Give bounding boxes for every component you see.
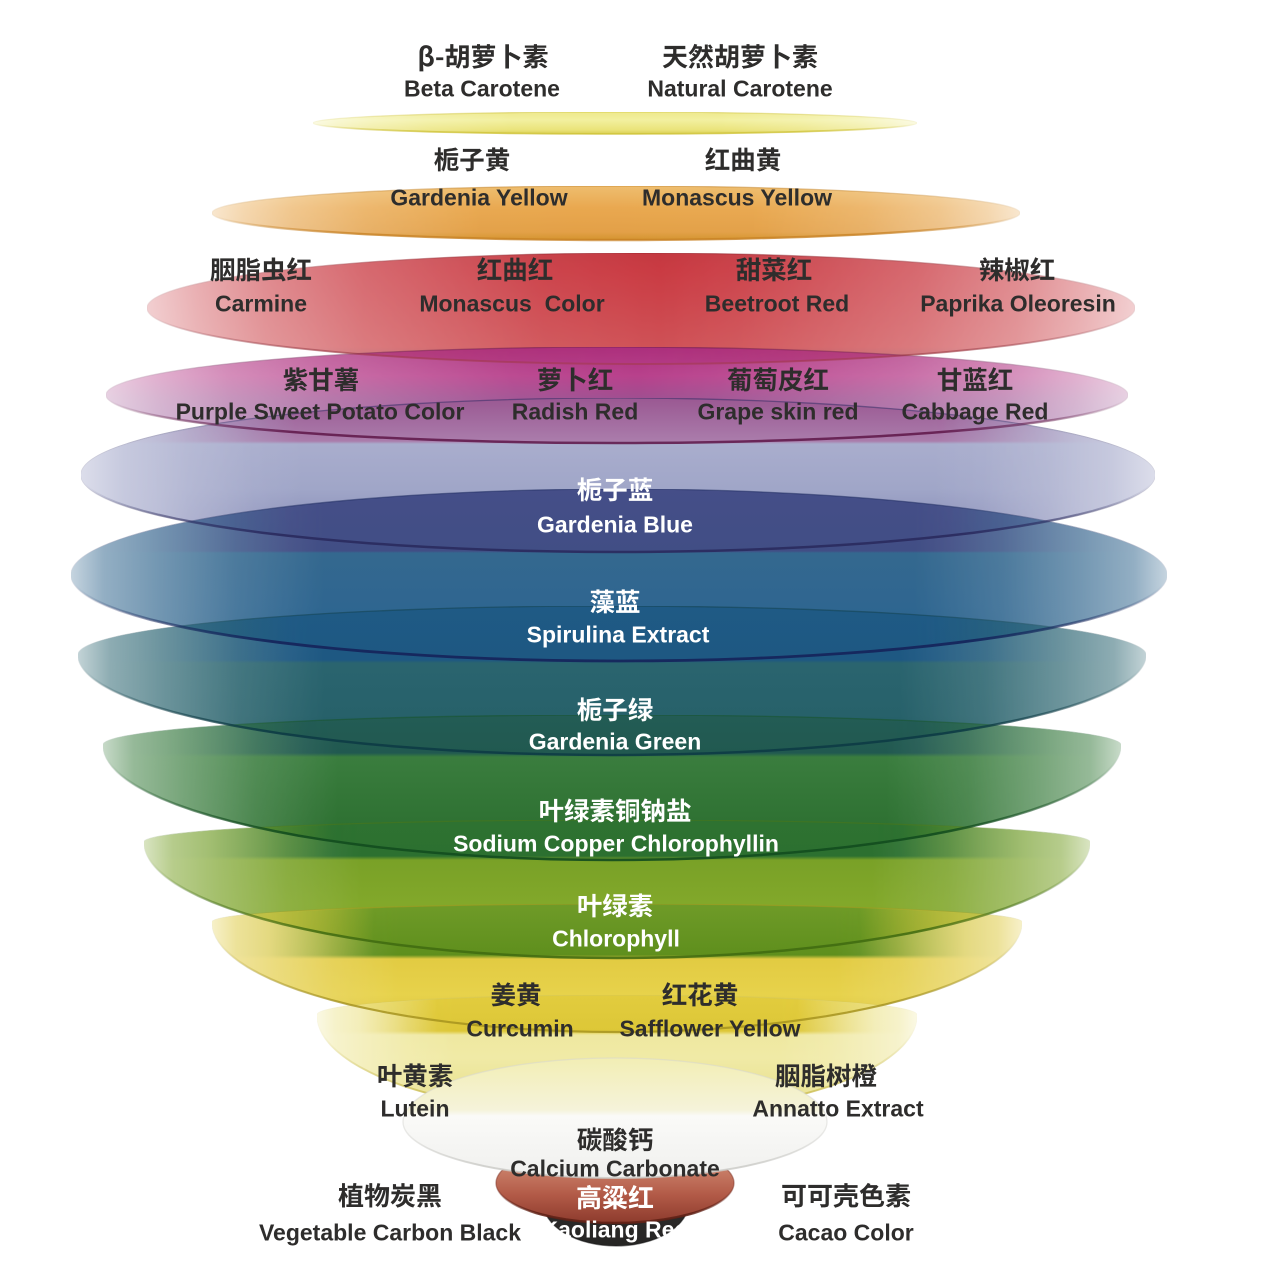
svg-text:Chlorophyll: Chlorophyll bbox=[552, 925, 680, 951]
svg-text:Cacao Color: Cacao Color bbox=[778, 1219, 914, 1245]
svg-text:Monascus Color: Monascus Color bbox=[419, 290, 604, 316]
svg-text:Beetroot Red: Beetroot Red bbox=[705, 290, 849, 316]
svg-text:Lutein: Lutein bbox=[381, 1095, 450, 1121]
svg-text:Kaoliang Red: Kaoliang Red bbox=[542, 1216, 689, 1242]
svg-text:Natural Carotene: Natural Carotene bbox=[647, 75, 832, 101]
svg-text:Safflower Yellow: Safflower Yellow bbox=[619, 1015, 800, 1041]
svg-text:Paprika Oleoresin: Paprika Oleoresin bbox=[920, 290, 1116, 316]
svg-text:Monascus Yellow: Monascus Yellow bbox=[642, 184, 832, 210]
svg-text:Radish Red: Radish Red bbox=[512, 398, 639, 424]
svg-text:Beta Carotene: Beta Carotene bbox=[404, 75, 560, 101]
svg-text:Cabbage Red: Cabbage Red bbox=[902, 398, 1049, 424]
svg-text:Sodium Copper Chlorophyllin: Sodium Copper Chlorophyllin bbox=[453, 830, 779, 856]
svg-text:Calcium Carbonate: Calcium Carbonate bbox=[510, 1155, 720, 1181]
svg-text:Gardenia Yellow: Gardenia Yellow bbox=[390, 184, 567, 210]
svg-text:Curcumin: Curcumin bbox=[466, 1015, 573, 1041]
svg-text:Spirulina Extract: Spirulina Extract bbox=[527, 621, 710, 647]
svg-text:Vegetable Carbon Black: Vegetable Carbon Black bbox=[259, 1219, 521, 1245]
svg-text:Purple Sweet Potato Color: Purple Sweet Potato Color bbox=[176, 398, 465, 424]
svg-text:Carmine: Carmine bbox=[215, 290, 307, 316]
svg-text:Gardenia Blue: Gardenia Blue bbox=[537, 511, 693, 537]
svg-text:Grape skin red: Grape skin red bbox=[697, 398, 858, 424]
svg-text:Annatto Extract: Annatto Extract bbox=[752, 1095, 924, 1121]
svg-text:Gardenia Green: Gardenia Green bbox=[529, 728, 702, 754]
